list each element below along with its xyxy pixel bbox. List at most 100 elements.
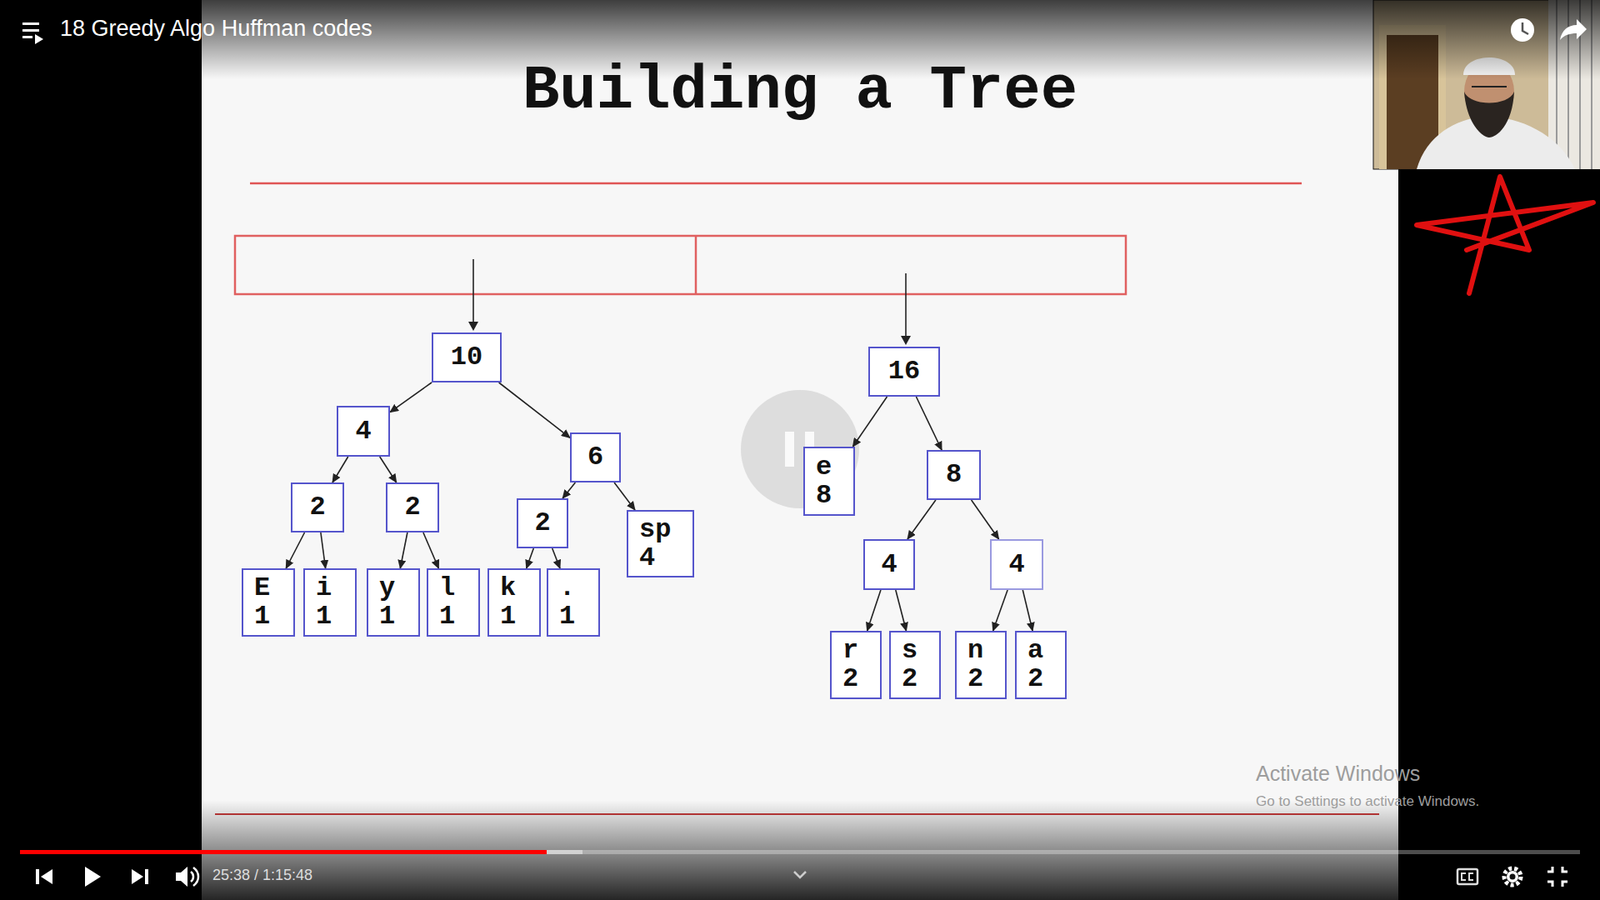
internal-node: 4 — [863, 539, 915, 590]
tree-edge — [320, 532, 326, 569]
internal-node: 10 — [431, 332, 502, 383]
internal-node: 6 — [570, 432, 621, 483]
node-text: n — [967, 636, 984, 665]
tree-edge — [867, 590, 881, 631]
tree-edge — [285, 532, 305, 569]
playlist-icon — [22, 22, 44, 45]
leaf-node: E1 — [241, 568, 295, 637]
arrow-head — [900, 335, 911, 345]
slide — [201, 0, 1399, 900]
node-text: 8 — [815, 481, 832, 510]
node-text: 2 — [1027, 665, 1044, 694]
tree-edge — [562, 482, 575, 499]
node-text: . — [559, 574, 575, 603]
arrow-head — [468, 321, 479, 331]
internal-node: 2 — [290, 482, 345, 533]
tree-edge — [390, 382, 432, 413]
node-text: E — [254, 574, 270, 603]
internal-node: 2 — [385, 482, 440, 533]
leaf-node: e8 — [803, 446, 855, 516]
progress-track — [20, 850, 1580, 855]
node-text: sp — [639, 515, 671, 545]
tree-edge — [907, 500, 936, 540]
queue-box — [235, 235, 1126, 295]
leaf-node: sp4 — [626, 510, 695, 578]
tree-edge — [380, 456, 397, 483]
pointer-arrow — [905, 273, 907, 338]
queue-divider — [695, 235, 698, 295]
node-text: 2 — [901, 665, 918, 694]
node-text: 1 — [439, 602, 455, 631]
node-text: 1 — [315, 602, 332, 631]
tree-edge — [332, 456, 349, 483]
node-text: l — [439, 574, 455, 603]
internal-node: 8 — [926, 450, 981, 500]
leaf-node: i1 — [303, 568, 357, 637]
clock-icon — [1510, 18, 1535, 42]
node-text: e — [815, 453, 832, 482]
node-text: 2 — [842, 665, 859, 694]
tree-edge — [400, 532, 408, 569]
leaf-node: k1 — [487, 568, 541, 637]
leaf-node: y1 — [366, 568, 420, 637]
leaf-node: a2 — [1015, 630, 1067, 700]
tree-edge — [552, 548, 560, 569]
leaf-node: s2 — [889, 630, 941, 700]
leaf-node: n2 — [955, 630, 1007, 700]
node-text: 4 — [880, 550, 897, 580]
node-text: 2 — [967, 665, 984, 694]
slide-title: Building a Tree — [201, 60, 1399, 122]
tree-edge — [1022, 590, 1033, 631]
internal-node: 4 — [990, 539, 1044, 590]
leaf-node: .1 — [546, 568, 600, 637]
internal-node: 2 — [516, 498, 569, 549]
pointer-arrow — [472, 259, 475, 324]
node-text: 2 — [309, 493, 325, 522]
control-bar — [0, 800, 1600, 900]
tree-edge — [915, 396, 942, 450]
tree-edge — [423, 532, 440, 569]
progress-buffered — [20, 850, 583, 855]
node-text: 4 — [355, 417, 371, 446]
watermark: Activate Windows — [1255, 762, 1420, 786]
node-text: s — [901, 636, 918, 665]
node-text: a — [1027, 636, 1044, 665]
tree-edge — [614, 482, 635, 510]
node-text: 1 — [379, 602, 395, 631]
node-text: 4 — [1008, 550, 1025, 580]
time-display: 25:38 / 1:15:48 — [212, 867, 313, 885]
rule-line — [250, 182, 1302, 185]
node-text: 6 — [587, 443, 604, 472]
tree-edge — [526, 548, 535, 569]
node-text: 8 — [945, 460, 962, 490]
next-icon — [131, 869, 149, 885]
node-text: 1 — [254, 602, 270, 631]
node-text: i — [315, 574, 332, 603]
volume-icon — [175, 866, 199, 887]
tree-edge — [499, 382, 570, 438]
annotation-star — [1416, 176, 1594, 294]
node-text: 2 — [404, 493, 420, 522]
node-text: y — [379, 574, 395, 603]
settings-icon — [1504, 868, 1521, 885]
previous-icon — [35, 869, 53, 885]
play-icon — [85, 866, 101, 887]
internal-node: 4 — [336, 405, 390, 457]
watermark: Go to Settings to activate Windows. — [1255, 794, 1480, 810]
leaf-node: r2 — [830, 630, 882, 700]
node-text: 16 — [888, 357, 920, 386]
share-icon — [1560, 19, 1587, 40]
tree-edge — [971, 500, 1000, 540]
chevron-icon — [794, 871, 806, 878]
node-text: 2 — [534, 509, 550, 538]
node-text: r — [842, 636, 859, 665]
node-text: k — [500, 574, 516, 603]
tree-edge — [993, 590, 1009, 631]
tree-edge — [852, 396, 887, 447]
captions-icon — [1457, 869, 1478, 885]
node-text: 10 — [450, 343, 483, 372]
fullscreen-exit-icon — [1547, 866, 1568, 887]
node-text: 1 — [559, 602, 575, 631]
